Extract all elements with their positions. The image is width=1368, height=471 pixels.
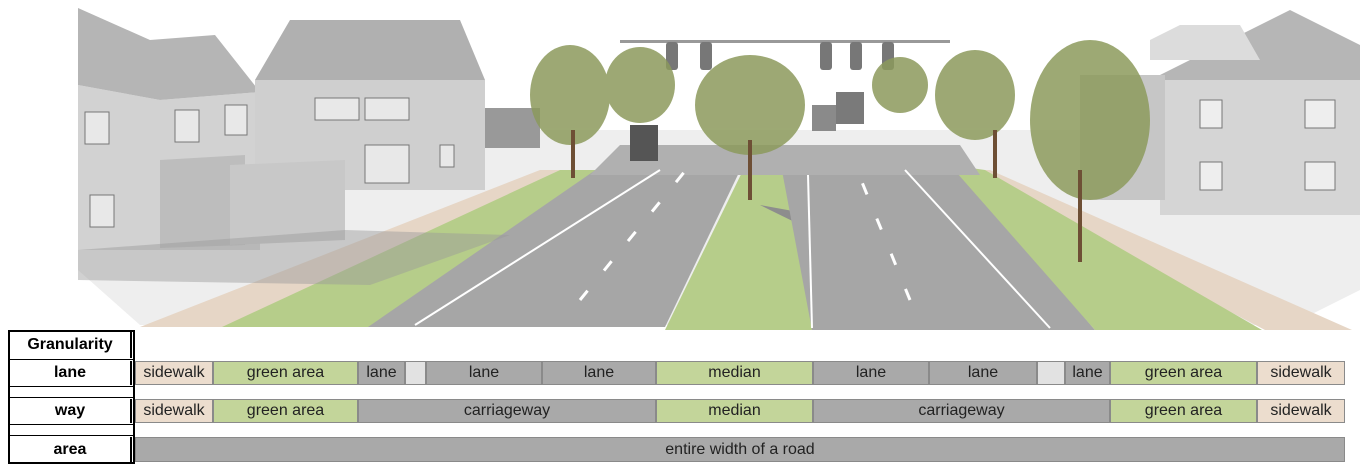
left-sidewalk [140,170,560,327]
lane-seg-bike-right [1037,361,1065,385]
granularity-header: Granularity [8,332,132,358]
right-sidewalk [960,170,1352,330]
cyclist-vehicle [630,125,658,161]
way-seg-carriageway-right: carriageway [813,399,1110,423]
way-seg-sidewalk-right: sidewalk [1257,399,1345,423]
porch [160,155,245,248]
left-house-side-roof [255,20,485,80]
left-green-area [222,170,610,327]
way-seg-median: median [656,399,813,423]
left-carriageway [368,160,745,327]
way-seg-green-left: green area [213,399,358,423]
lane-seg-sidewalk-right: sidewalk [1257,361,1345,385]
house-shadow [78,230,510,285]
garage [230,160,345,245]
lane-seg-green-left: green area [213,361,358,385]
lane-seg-sidewalk-left: sidewalk [135,361,213,385]
traffic-signals [620,40,950,70]
row-label-lane: lane [8,361,132,385]
lane-seg-lane-5: lane [929,361,1037,385]
way-seg-carriageway-left: carriageway [358,399,656,423]
lane-seg-lane-1: lane [358,361,405,385]
lane-seg-lane-4: lane [813,361,929,385]
way-seg-sidewalk-left: sidewalk [135,399,213,423]
right-house-roof [1150,10,1360,80]
background-house [1150,25,1260,60]
area-seg-entire-road: entire width of a road [135,437,1345,462]
car [812,105,836,131]
right-carriageway [780,160,1095,330]
trees [530,40,1150,200]
left-house-roof [78,8,260,100]
lane-seg-lane-2: lane [426,361,542,385]
row-label-way: way [8,399,132,423]
truck [836,92,864,124]
lane-seg-lane-6: lane [1065,361,1110,385]
right-green-area [950,165,1262,330]
way-seg-green-right: green area [1110,399,1257,423]
row-label-area: area [8,437,132,462]
lane-seg-bike-left [405,361,426,385]
carport [485,108,540,148]
lane-seg-green-right: green area [1110,361,1257,385]
lane-seg-median: median [656,361,813,385]
median-strip [665,160,812,330]
street-illustration [78,8,1360,330]
lane-seg-lane-3: lane [542,361,656,385]
intersection [590,145,980,175]
